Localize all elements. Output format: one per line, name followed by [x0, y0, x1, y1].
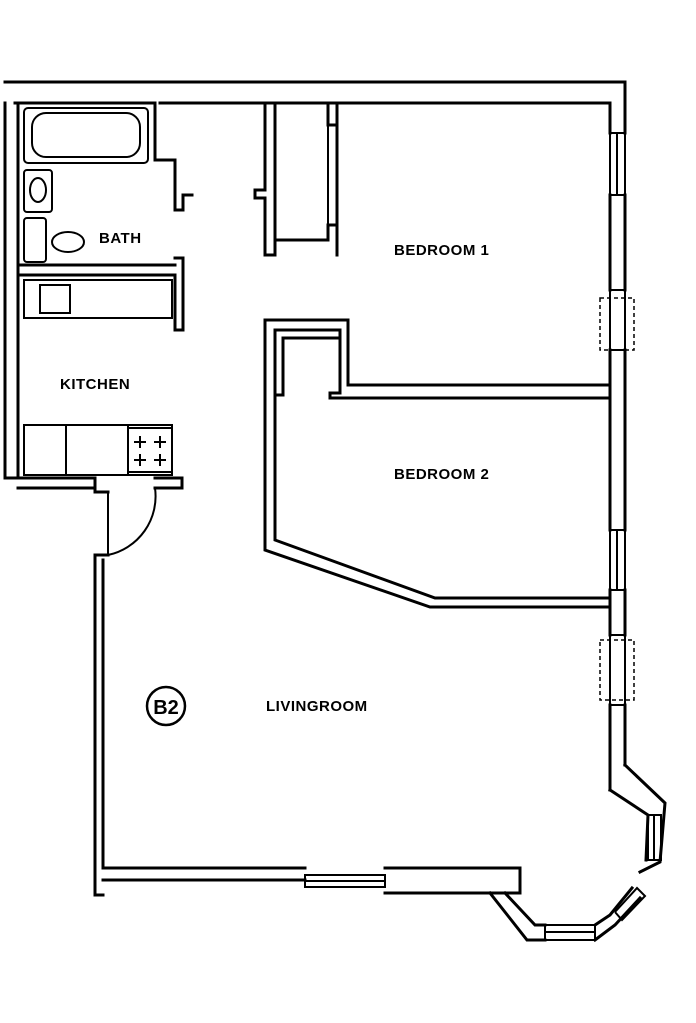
- bath-sink: [51, 231, 85, 253]
- kitchen-counter-upper: [23, 279, 173, 319]
- stove: [127, 427, 173, 473]
- room-label-livingroom: LIVINGROOM: [266, 698, 368, 715]
- room-label-bath: BATH: [99, 230, 142, 247]
- unit-id: B2: [153, 697, 179, 719]
- toilet: [23, 169, 53, 213]
- windows: [304, 132, 662, 941]
- entry-door[interactable]: [93, 487, 157, 557]
- kitchen-counter-lower: [23, 424, 173, 476]
- unit-badge-circle: [145, 685, 187, 727]
- kitchen-fixtures: [23, 279, 173, 476]
- vanity: [23, 217, 47, 263]
- room-label-bedroom-1: BEDROOM 1: [394, 242, 489, 259]
- exterior-walls: [3, 80, 667, 943]
- bathtub: [23, 107, 149, 164]
- bathtub-basin: [31, 112, 141, 158]
- interior-walls: [16, 101, 612, 609]
- toilet-bowl: [29, 177, 47, 203]
- room-label-bedroom-2: BEDROOM 2: [394, 466, 489, 483]
- room-label-kitchen: KITCHEN: [60, 376, 130, 393]
- kitchen-sink: [39, 284, 71, 314]
- unit-badge: B2: [145, 685, 187, 727]
- bath-fixtures: [23, 107, 149, 263]
